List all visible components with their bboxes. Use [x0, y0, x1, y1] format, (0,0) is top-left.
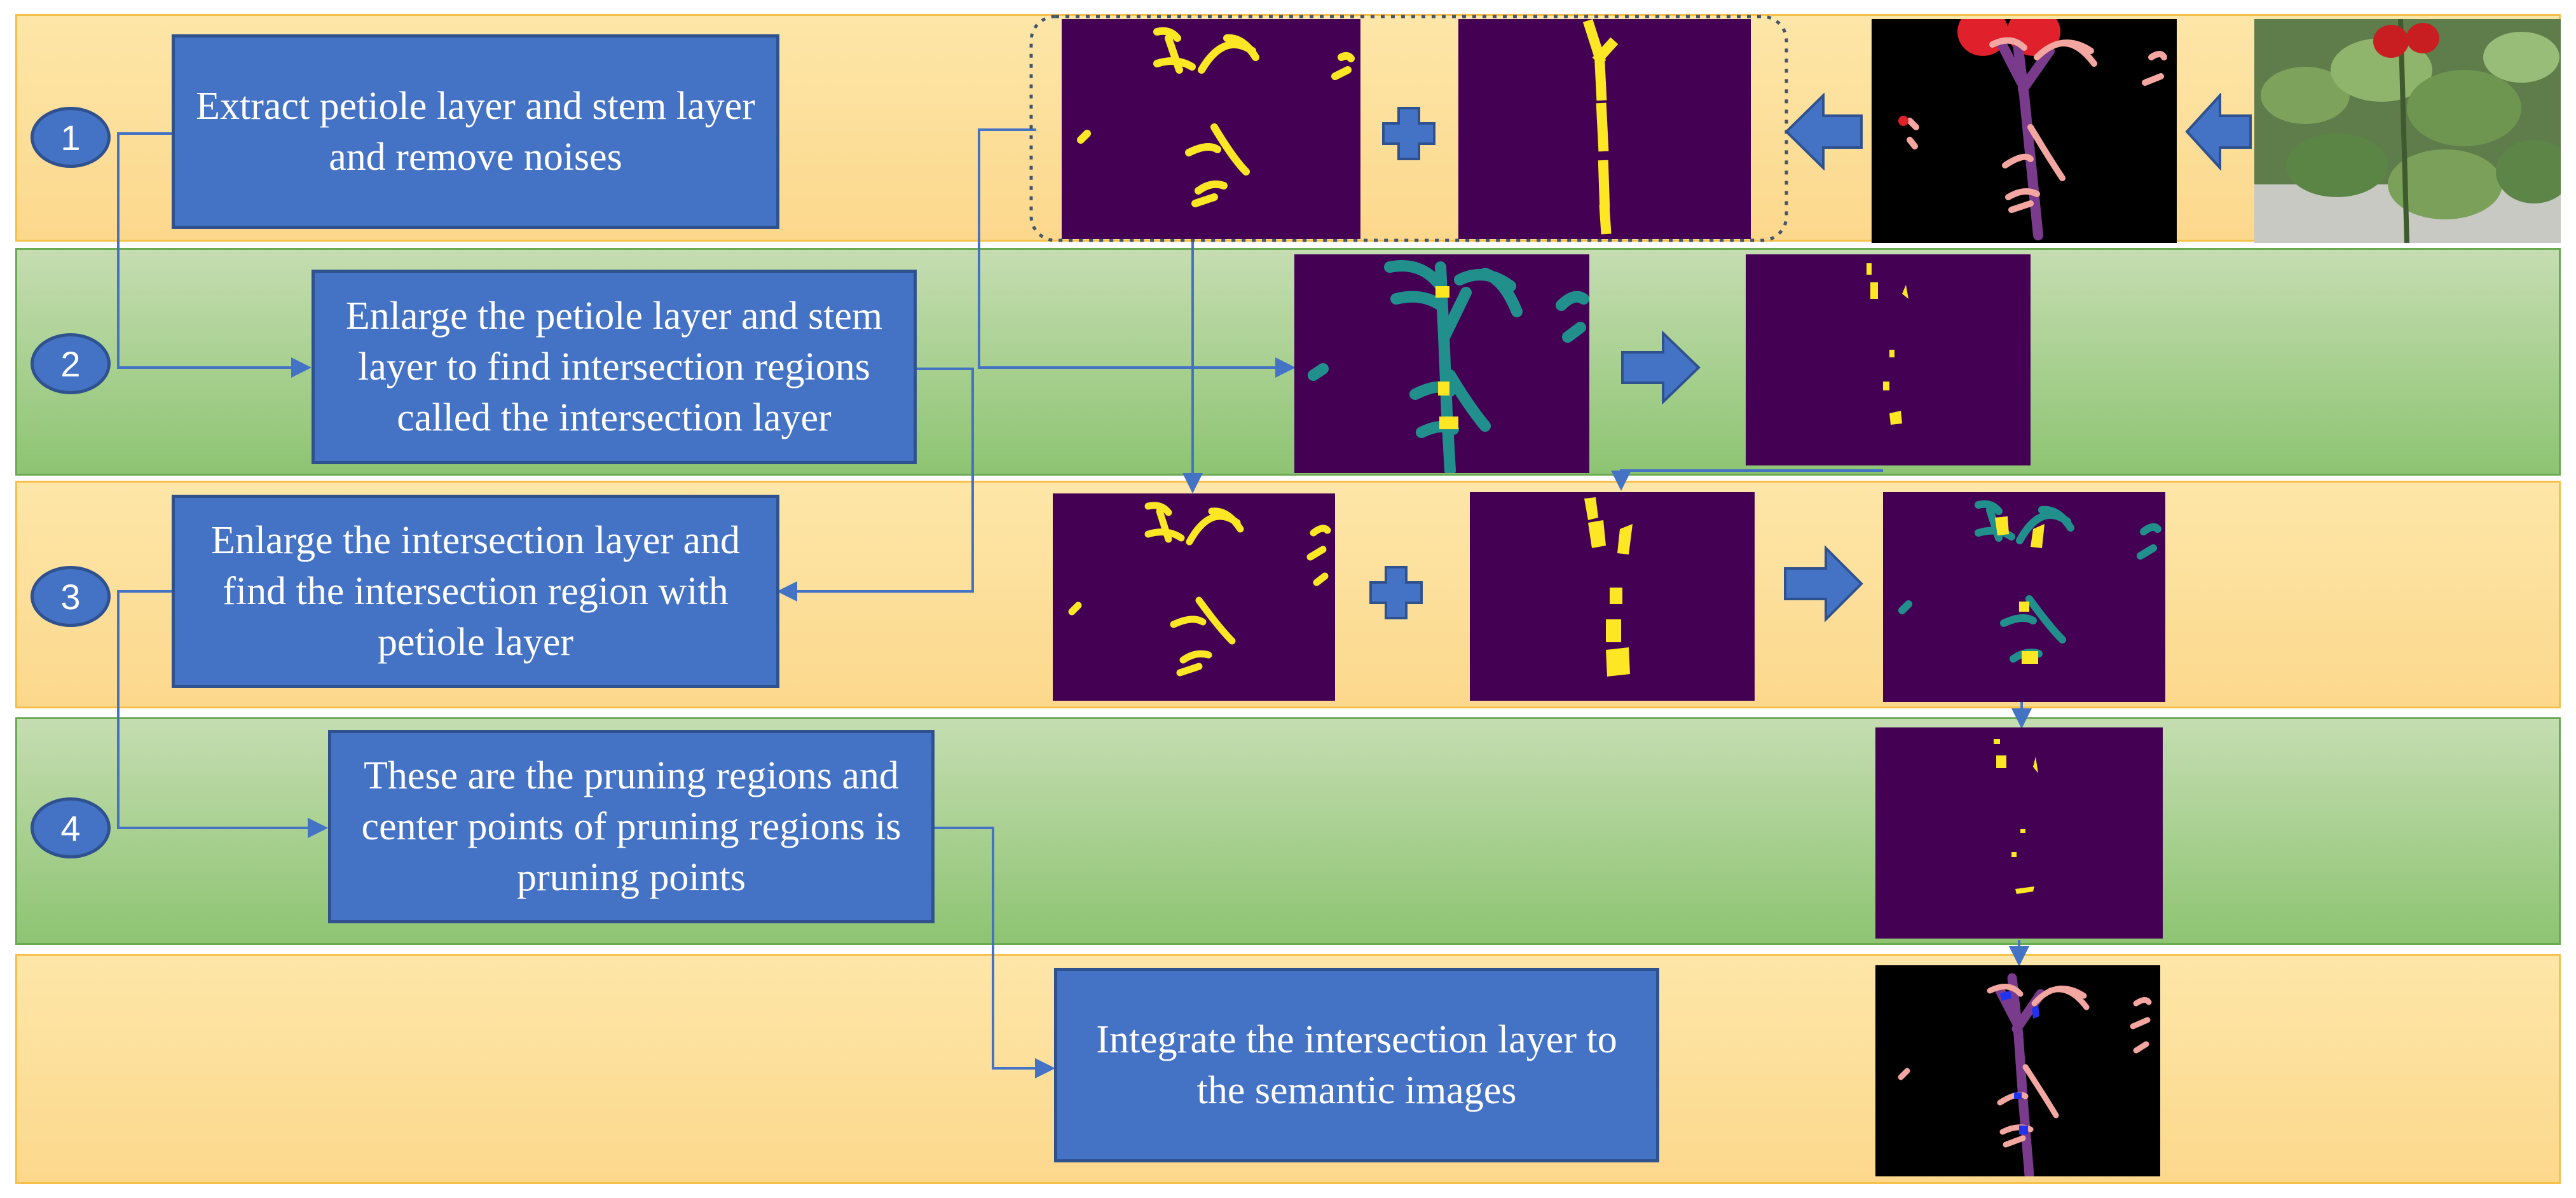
- step-5-box: Integrate the intersection layer to the …: [1054, 968, 1659, 1162]
- arrow-right-icon: [1783, 546, 1864, 622]
- connector-group-to-overlap: [978, 128, 1296, 378]
- plus-icon: [1367, 563, 1425, 622]
- connector-step4-to-step5: [935, 827, 1055, 1078]
- final-semantic-image: [1875, 965, 2160, 1176]
- step-3-box: Enlarge the intersection layer and find …: [172, 495, 779, 688]
- step-number-1: 1: [31, 107, 111, 168]
- step-number-3: 3: [31, 566, 111, 627]
- connector-intersection-down: [1611, 469, 1883, 491]
- connector-step2-to-step3: [777, 368, 974, 602]
- semantic-segmentation-image: [1872, 19, 2177, 243]
- step-2-box: Enlarge the petiole layer and stem layer…: [312, 270, 917, 464]
- overlap-layer-image: [1294, 254, 1589, 473]
- enlarged-intersection-image: [1470, 492, 1755, 701]
- petiole-layer-image: [1053, 493, 1335, 701]
- pruning-regions-image: [1875, 727, 2163, 939]
- step-1-box: Extract petiole layer and stem layer and…: [172, 34, 779, 229]
- arrow-left-icon: [2184, 93, 2253, 170]
- connector-step3-to-step4: [117, 590, 328, 838]
- plus-icon: [1380, 104, 1438, 163]
- petiole-intersection-overlay-image: [1883, 492, 2165, 702]
- intersection-layer-image: [1746, 254, 2031, 465]
- layer-group-frame: [1029, 15, 1788, 242]
- arrow-right-icon: [1620, 331, 1701, 404]
- step-number-4: 4: [31, 797, 111, 858]
- stem-layer-image: [1458, 19, 1751, 239]
- petiole-layer-image: [1062, 19, 1360, 239]
- step-4-box: These are the pruning regions and center…: [328, 730, 935, 923]
- connector-step1-to-step2: [117, 132, 312, 378]
- pepper-plant-photo: [2254, 19, 2561, 243]
- step-number-2: 2: [31, 333, 111, 394]
- arrow-left-icon: [1784, 93, 1864, 170]
